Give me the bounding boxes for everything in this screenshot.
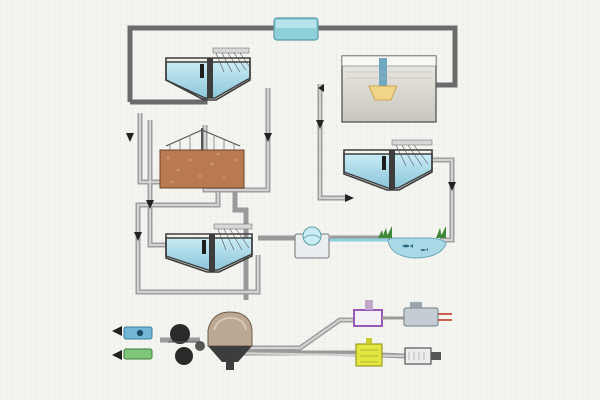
receiving-pond [378,226,447,259]
fish-icon [402,244,413,248]
trickling-filter [159,128,245,189]
flow-arrow [112,350,122,360]
flow-arrow [264,133,272,142]
flow-arrows [112,84,456,360]
plant-icon [378,226,392,238]
fish-icon [420,248,428,251]
flow-arrow [134,232,142,241]
return-tank-highlight [276,20,316,28]
flow-arrow [112,326,122,336]
flow-arrow [126,133,134,142]
generator [403,302,452,327]
flow-arrow [318,84,324,92]
flow-arrow [345,194,354,202]
disinfection-chamber [294,226,330,259]
aeration-basin [341,55,437,123]
flow-arrow [448,182,456,191]
flow-arrow [316,120,324,129]
flow-arrow [146,200,154,209]
boiler [355,338,383,367]
belt-filter-press [168,324,205,365]
gas-storage [404,347,441,365]
final-clarifier [343,139,433,191]
return-pump [123,326,153,360]
gas-compressor [353,300,404,327]
sludge-digester [207,311,253,370]
primary-clarifier [165,47,251,101]
secondary-clarifier [165,223,253,273]
plant-icon [436,226,446,238]
